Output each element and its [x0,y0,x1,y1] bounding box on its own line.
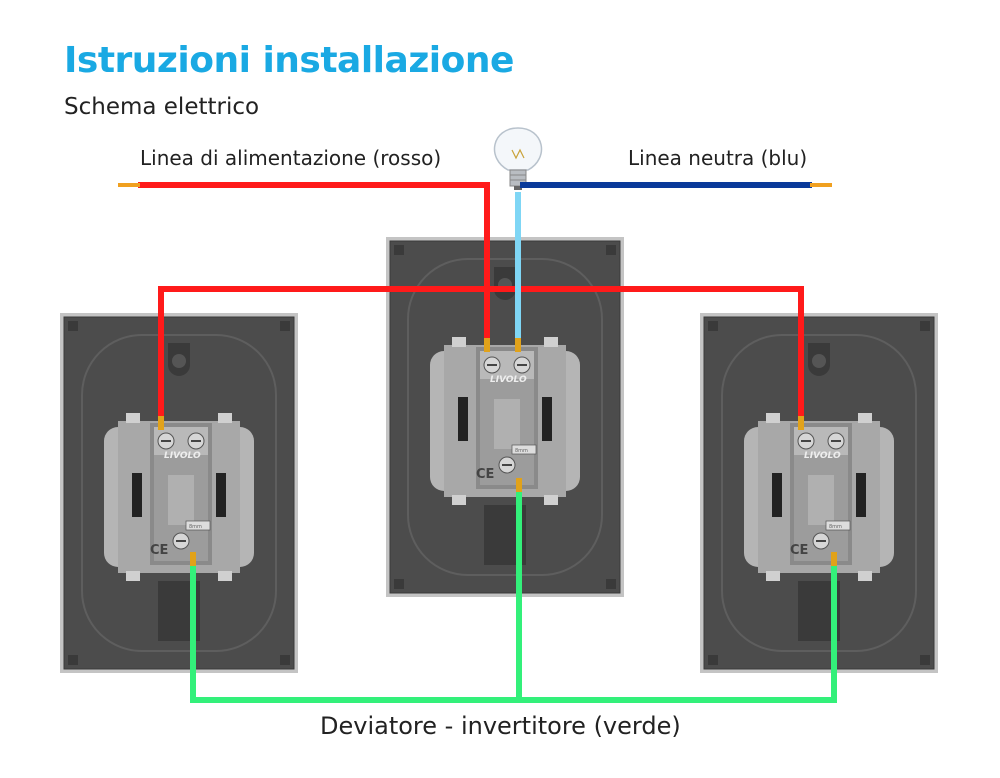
page-title: Istruzioni installazione [64,40,514,81]
ce-mark-left: CE [150,543,168,558]
traveller-line-label: Deviatore - invertitore (verde) [320,712,681,740]
brand-label-right: LIVOLO [804,451,841,461]
live-wire [138,182,804,430]
size-note-center: 8mm [515,448,528,454]
live-line-label: Linea di alimentazione (rosso) [140,146,442,170]
brand-label-left: LIVOLO [164,451,201,461]
size-note-right: 8mm [829,524,842,530]
traveller-wire [190,490,837,703]
size-note-left: 8mm [189,524,202,530]
neutral-line-label: Linea neutra (blu) [628,146,808,170]
switch-right [699,312,939,674]
page-subtitle: Schema elettrico [64,94,260,120]
brand-label-center: LIVOLO [490,375,527,385]
terminal-pins [158,338,837,566]
switch-left [59,312,299,674]
ce-mark-center: CE [476,467,494,482]
ce-mark-right: CE [790,543,808,558]
light-bulb-icon [493,127,543,190]
